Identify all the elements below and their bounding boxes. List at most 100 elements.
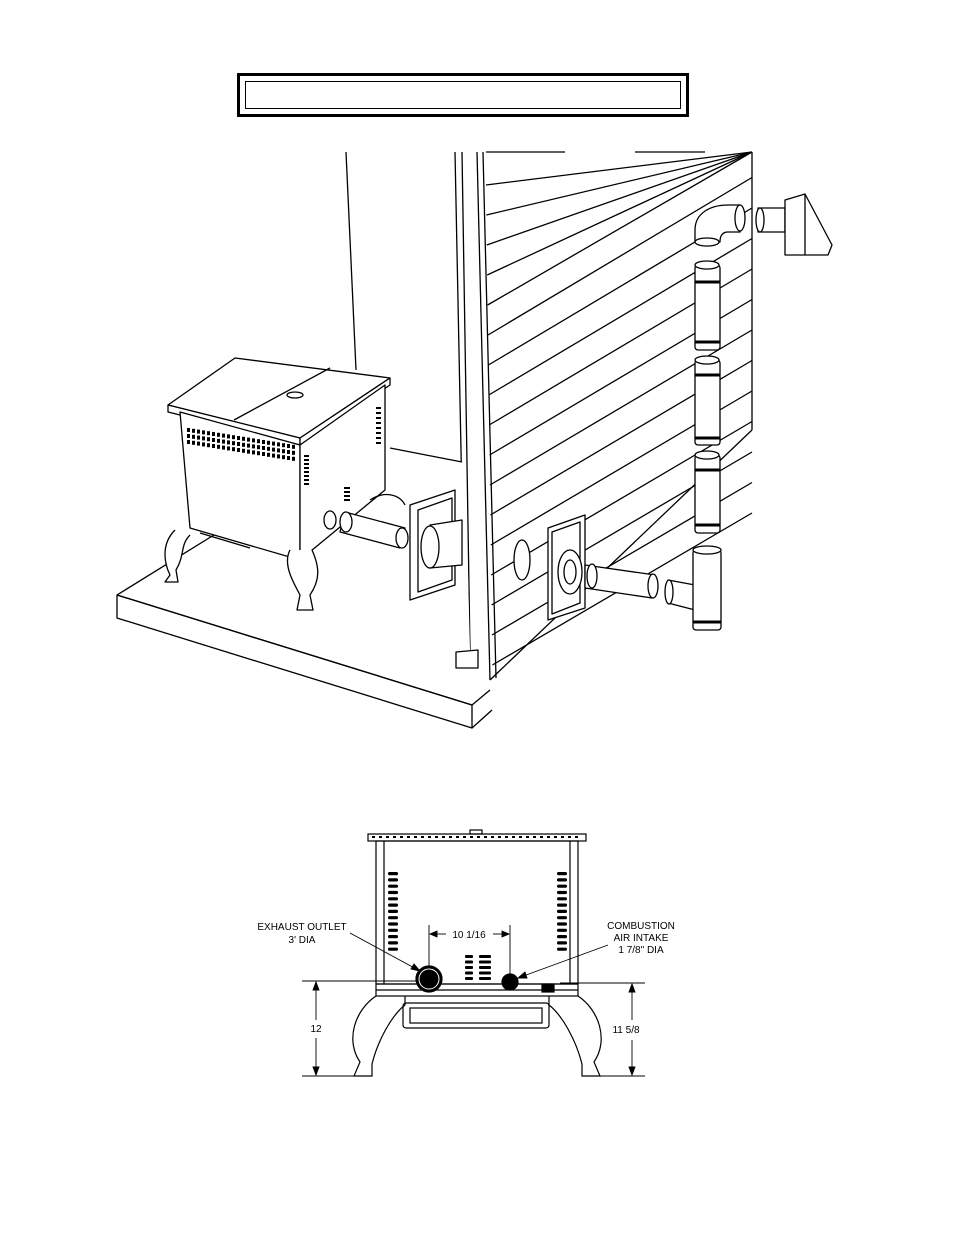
interior-vent-pipe (339, 489, 463, 601)
front-vent-slot (292, 450, 295, 455)
front-vent-slot (247, 449, 250, 454)
front-vent-slot (187, 440, 190, 444)
top-edge-detail (470, 836, 473, 838)
left-height-dimension: 12 (310, 1024, 322, 1035)
side-vent-slot (304, 479, 309, 481)
front-vent-slot (252, 444, 255, 449)
top-edge-detail (484, 836, 487, 838)
front-vent-slot (262, 440, 265, 444)
right-height-dimension: 11 5/8 (612, 1025, 639, 1036)
side-vent-slot (376, 422, 381, 424)
rear-vent-slot (388, 890, 398, 895)
front-vent-slot (232, 447, 235, 452)
front-vent-slot (277, 454, 280, 459)
top-edge-detail (400, 836, 403, 838)
top-edge-detail (407, 836, 410, 838)
top-edge-detail (540, 836, 543, 838)
top-edge-detail (575, 836, 578, 838)
rear-vent-slot (388, 909, 398, 913)
top-edge-detail (533, 836, 536, 838)
top-edge-detail (463, 836, 466, 838)
top-edge-detail (547, 836, 550, 838)
rear-vent-slot (557, 897, 567, 901)
exhaust-outlet-label: EXHAUST OUTLET (257, 922, 346, 933)
front-vent-slot (207, 431, 210, 436)
side-vent-slot (304, 467, 309, 469)
side-vent-slot (376, 412, 381, 414)
side-vent-slot (376, 437, 381, 439)
installation-diagram (116, 151, 833, 729)
side-vent-slot (376, 407, 381, 409)
top-edge-detail (442, 836, 445, 838)
front-vent-slot (282, 455, 285, 460)
dimension-lines (302, 925, 645, 1077)
front-vent-slot (292, 444, 295, 449)
front-vent-slot (287, 450, 290, 454)
panel-slot (479, 955, 491, 958)
rear-vent-slot (557, 903, 567, 907)
exhaust-outlet-size: 3' DIA (289, 935, 316, 946)
rear-vent-slot (557, 878, 567, 882)
front-vent-slot (227, 434, 230, 439)
stove-rear-elevation (352, 829, 602, 1077)
spacing-dimension: 10 1/16 (452, 930, 486, 941)
front-vent-slot (237, 442, 240, 446)
panel-slot (465, 977, 473, 980)
front-vent-slot (217, 432, 220, 437)
side-vent-slot (344, 491, 350, 493)
front-vent-slot (217, 438, 220, 443)
front-vent-slot (287, 456, 290, 460)
rear-vent-slot (557, 884, 567, 888)
side-vent-slot (376, 417, 381, 419)
front-vent-slot (282, 449, 285, 454)
top-edge-detail (421, 836, 424, 838)
panel-slot (465, 966, 473, 969)
exterior-vent-pipe (513, 514, 722, 631)
top-edge-detail (512, 836, 515, 838)
front-vent-slot (242, 448, 245, 453)
panel-slot (479, 977, 491, 980)
rear-vent-slot (557, 935, 567, 939)
top-edge-detail (456, 836, 459, 838)
front-vent-slot (192, 440, 195, 445)
front-vent-slot (227, 446, 230, 451)
rear-vent-slot (557, 947, 567, 951)
front-vent-slot (212, 438, 215, 442)
front-vent-slot (197, 441, 200, 446)
combustion-air-size: 1 7/8" DIA (618, 945, 664, 956)
front-vent-slot (242, 442, 245, 447)
side-vent-slot (344, 495, 350, 497)
panel-slot (465, 960, 473, 964)
front-vent-slot (267, 440, 270, 445)
front-vent-slot (197, 435, 200, 440)
front-vent-slot (217, 444, 220, 449)
front-vent-slot (187, 428, 190, 432)
rear-vent-slot (388, 947, 398, 951)
front-vent-slot (237, 436, 240, 440)
front-vent-slot (267, 446, 270, 451)
side-vent-slot (304, 471, 309, 473)
front-vent-slot (257, 439, 260, 444)
front-vent-slot (252, 438, 255, 443)
panel-slot (465, 955, 473, 958)
rear-view-labels: EXHAUST OUTLET 3' DIA COMBUSTION AIR INT… (257, 921, 675, 1036)
panel-slot (465, 971, 473, 975)
top-edge-detail (561, 836, 564, 838)
pellet-stove (164, 357, 406, 611)
rear-vent-slot (388, 935, 398, 939)
front-vent-slot (257, 445, 260, 450)
front-vent-slot (192, 434, 195, 439)
front-vent-slot (202, 430, 205, 435)
rear-vent-slot (557, 909, 567, 913)
side-vent-slot (376, 442, 381, 444)
front-vent-slot (267, 452, 270, 457)
rear-vent-slot (388, 878, 398, 882)
panel-slot (479, 960, 491, 964)
top-edge-detail (435, 836, 438, 838)
panel-slot (479, 966, 491, 969)
title-box (237, 73, 689, 117)
rear-vent-slot (557, 922, 567, 926)
side-vent-slot (304, 475, 309, 477)
top-edge-detail (414, 836, 417, 838)
